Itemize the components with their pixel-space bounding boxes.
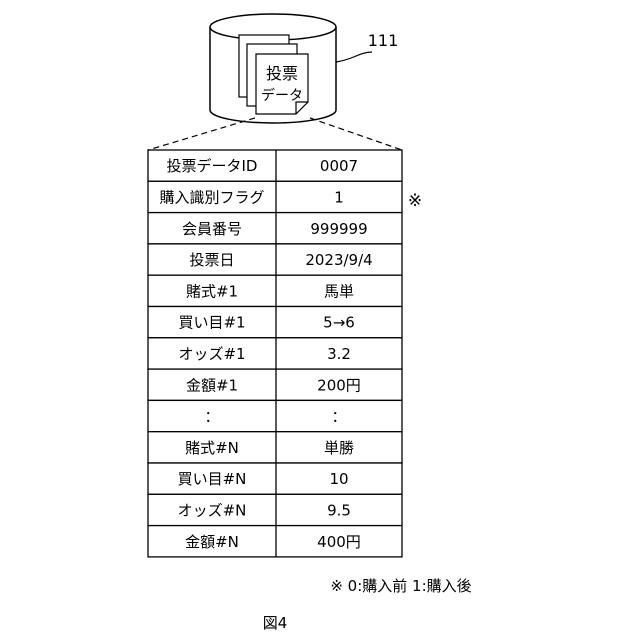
field-name-cell: 賭式#1 [186,282,238,300]
field-name-cell: オッズ#N [178,501,247,519]
table-row: 投票データID 0007 [148,150,402,181]
table-row: 金額#1 200円 [148,369,402,400]
expansion-line-right [310,118,402,150]
table-row: 賭式#N 単勝 [148,432,402,463]
field-name-cell: 投票日 [189,251,234,269]
table-row: 賭式#1 馬単 [148,275,402,306]
expansion-line-left [148,118,255,150]
field-value-cell: 単勝 [324,439,354,457]
table-row: 買い目#N 10 [148,463,402,494]
reference-numeral: 111 [368,31,399,50]
document-label-line2: データ [261,87,303,104]
table-row: 購入識別フラグ 1 [148,181,402,212]
field-value-cell: 200円 [317,376,361,394]
voting-data-table: 投票データID 0007 購入識別フラグ 1 会員番号 999999 投票日 2023/9/4… [148,150,402,557]
field-name-cell: 賭式#N [185,439,239,457]
document-label-line1: 投票 [266,64,298,83]
document-front [256,54,308,114]
field-name-cell: 投票データID [167,157,258,175]
reference-leader-line [336,52,372,62]
table-row: 金額#N 400円 [148,526,402,557]
field-value-cell: 10 [329,470,348,488]
table-row: オッズ#N 9.5 [148,494,402,525]
field-value-cell: 馬単 [324,282,354,300]
table-row: 会員番号 999999 [148,213,402,244]
field-name-cell: 購入識別フラグ [159,188,264,206]
field-name-cell: 金額#N [185,533,239,551]
field-name-cell: 金額#1 [186,376,238,394]
field-name-cell: 買い目#N [178,470,247,488]
field-name-cell: 買い目#1 [178,314,245,332]
table-row: 買い目#1 5→6 [148,307,402,338]
field-value-cell: 400円 [317,533,361,551]
field-value-cell: 1 [334,188,344,206]
field-name-cell: 会員番号 [182,220,242,238]
field-value-cell: 5→6 [323,314,355,332]
field-value-cell: 999999 [310,220,367,238]
field-name-cell: ： [204,408,219,426]
field-value-cell: ： [331,408,346,426]
note-mark: ※ [408,191,422,211]
footnote: ※ 0:購入前 1:購入後 [330,577,471,595]
table-row: ：： [148,400,402,431]
table-row-border [148,400,402,431]
field-name-cell: オッズ#1 [178,345,245,363]
table-row: オッズ#1 3.2 [148,338,402,369]
field-value-cell: 9.5 [327,501,351,519]
figure-label: 図4 [263,614,288,632]
field-value-cell: 2023/9/4 [305,251,372,269]
field-value-cell: 0007 [320,157,358,175]
field-value-cell: 3.2 [327,345,351,363]
table-row: 投票日 2023/9/4 [148,244,402,275]
